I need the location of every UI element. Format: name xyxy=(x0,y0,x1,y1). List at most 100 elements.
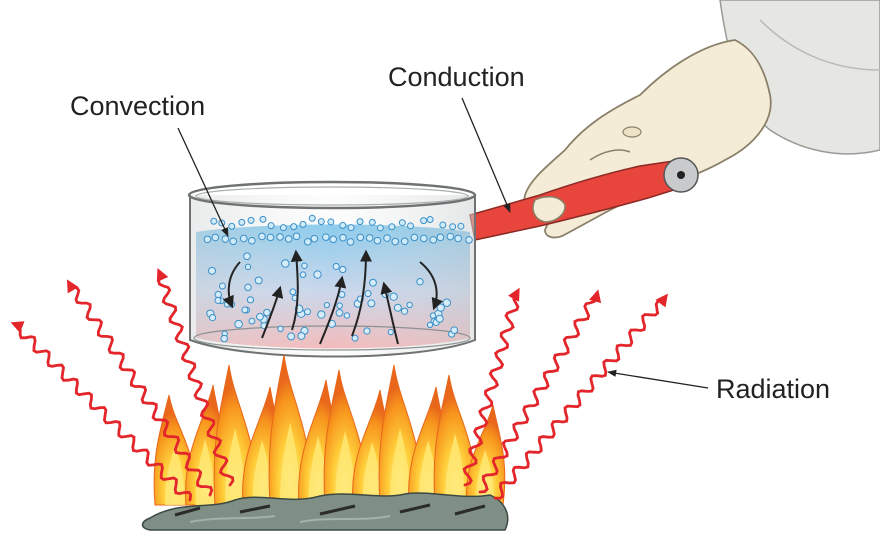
bubble xyxy=(439,221,447,229)
bubble xyxy=(214,290,222,299)
bubble xyxy=(365,234,374,242)
radiation-wave xyxy=(493,293,668,500)
flame-core xyxy=(445,433,465,505)
flame-core xyxy=(390,428,410,505)
bubble xyxy=(410,233,419,242)
bubble xyxy=(329,235,338,244)
flame-core xyxy=(280,422,300,505)
bubble xyxy=(299,271,307,278)
bubble xyxy=(244,263,252,271)
bubble xyxy=(398,219,406,227)
bubble xyxy=(259,215,267,223)
bubble xyxy=(301,262,308,270)
flame-core xyxy=(252,440,272,505)
flame-core xyxy=(335,430,355,505)
bubble xyxy=(356,233,365,242)
radiation-callout: Radiation xyxy=(607,369,830,404)
radiation-wave xyxy=(478,289,602,494)
bubble xyxy=(450,326,459,334)
flames xyxy=(153,354,506,506)
bubble xyxy=(367,299,376,308)
convection-arrow xyxy=(319,275,347,345)
bubble xyxy=(277,325,284,333)
bubble xyxy=(304,238,312,246)
bubble xyxy=(258,232,266,241)
bubble xyxy=(220,334,229,343)
conduction-callout: Conduction xyxy=(388,62,525,213)
bubble xyxy=(289,288,297,296)
bubble xyxy=(248,236,256,245)
convection-arrow xyxy=(222,261,241,309)
convection-arrow xyxy=(351,249,372,337)
bubble xyxy=(400,307,409,315)
bubble xyxy=(368,218,376,226)
bubble xyxy=(287,332,296,341)
bubble xyxy=(214,296,222,304)
bubble xyxy=(211,233,220,242)
bubble xyxy=(420,234,428,243)
bubble xyxy=(290,223,298,231)
bubble xyxy=(347,224,355,232)
bubble xyxy=(228,222,236,230)
flame-core xyxy=(165,444,185,505)
bubble xyxy=(263,308,271,317)
bubble xyxy=(266,233,275,242)
bubble xyxy=(297,331,306,340)
flame-core xyxy=(362,441,382,505)
convection-currents xyxy=(222,249,443,345)
bubble xyxy=(336,302,343,309)
radiation-leader xyxy=(607,369,709,389)
pot-handle xyxy=(469,157,699,241)
radiation-waves xyxy=(10,268,668,502)
bubble xyxy=(400,237,409,246)
bubble xyxy=(313,270,322,279)
bubble xyxy=(218,282,226,290)
sleeve-fold xyxy=(759,19,880,71)
bubble xyxy=(429,236,438,244)
flame-core xyxy=(308,436,328,505)
bubble xyxy=(416,278,424,286)
bubble xyxy=(436,233,445,242)
bubble xyxy=(248,317,256,325)
radiation-wave xyxy=(10,321,193,502)
water-bubbles xyxy=(203,214,473,343)
bubble xyxy=(239,234,248,243)
bubble xyxy=(308,214,316,222)
bubble xyxy=(429,312,437,319)
bubble xyxy=(393,303,402,312)
bubble xyxy=(426,216,434,224)
handle-hole xyxy=(677,171,685,179)
bubble xyxy=(208,266,217,275)
bubble xyxy=(221,235,230,243)
bubble xyxy=(284,235,293,243)
radiation-wave xyxy=(462,287,520,487)
finger-line-1 xyxy=(589,149,631,161)
pot-rim-inner xyxy=(195,186,469,206)
bubble xyxy=(420,217,428,225)
saucepan-icon xyxy=(187,180,477,358)
campfire-icon xyxy=(141,354,509,531)
bubble xyxy=(210,217,218,225)
bubble xyxy=(323,302,331,309)
bubble xyxy=(383,234,391,242)
bubble xyxy=(407,222,415,230)
bubble xyxy=(238,218,246,226)
bubble xyxy=(442,298,451,307)
flame-core xyxy=(418,440,438,505)
bubble xyxy=(246,296,255,304)
conduction-label: Conduction xyxy=(388,62,525,92)
convection-callout: Convection xyxy=(70,91,229,237)
bubble xyxy=(244,283,252,292)
bubble xyxy=(369,278,377,287)
bubble xyxy=(317,218,325,226)
bubble xyxy=(322,233,330,241)
bubble xyxy=(281,259,290,268)
bubble xyxy=(343,312,351,319)
bubble xyxy=(247,216,255,224)
bubble xyxy=(465,236,473,244)
bubble xyxy=(299,220,307,228)
bubble xyxy=(241,306,249,314)
bubble xyxy=(346,238,355,246)
bubble xyxy=(234,319,243,329)
